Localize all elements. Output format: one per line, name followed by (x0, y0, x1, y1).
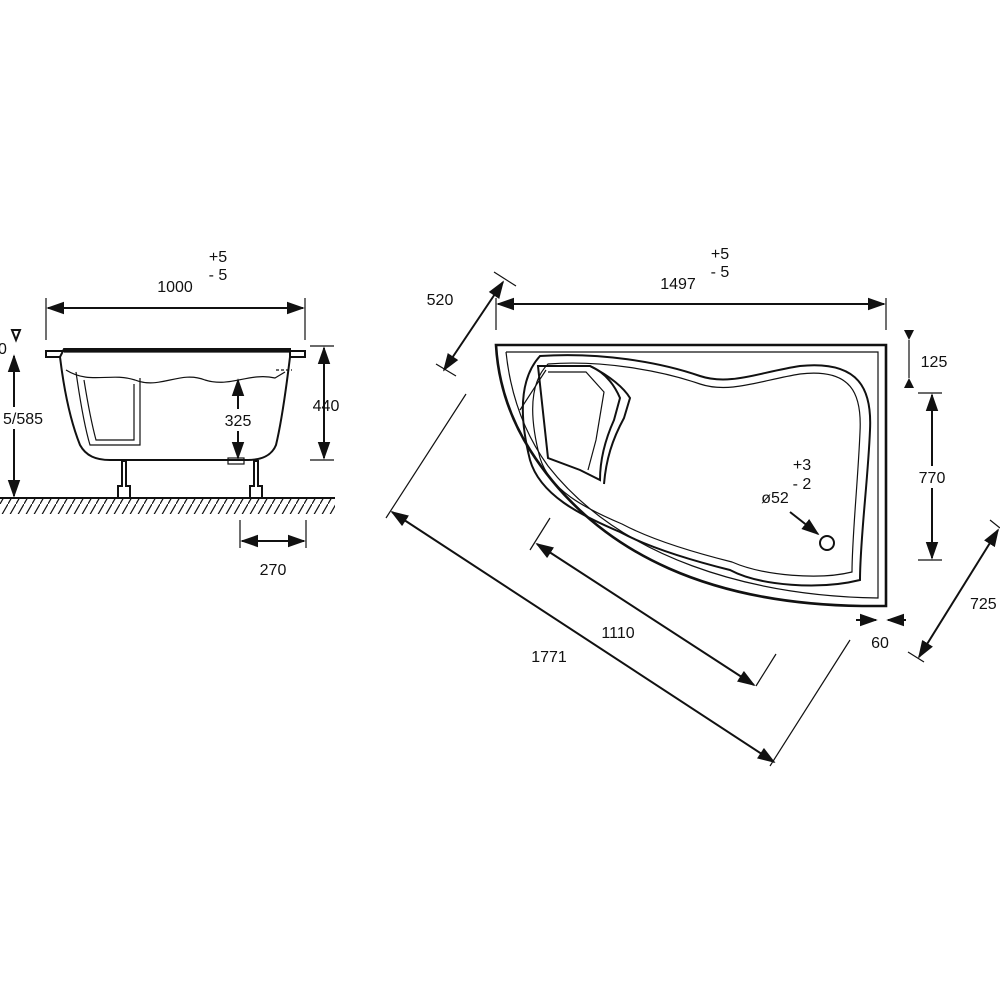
offset-bottom-label: 60 (871, 635, 889, 652)
dim-inner-length: 1110 (529, 517, 777, 687)
top-tol-minus: - 5 (711, 264, 730, 281)
dim-right-edge: 770 (912, 392, 952, 561)
floor (0, 497, 335, 514)
dim-top-length: 1497 +5 - 5 (495, 246, 887, 330)
drain-annotation: +3 - 2 ø52 (761, 457, 820, 536)
side-legs (117, 460, 263, 499)
side-height-label: 440 (313, 398, 340, 415)
dim-side-height: 440 (310, 345, 340, 461)
drain-diameter-label: ø52 (761, 490, 789, 507)
dim-rim-top: 125 (904, 330, 947, 388)
side-width-label: 1000 (157, 279, 193, 296)
top-backrest (519, 365, 632, 485)
drain-icon (819, 535, 835, 551)
side-left-height-label: 5/585 (3, 411, 43, 428)
dim-side-left: 5/585 0 (0, 329, 52, 498)
diag-short-label: 520 (427, 292, 454, 309)
top-basin (521, 354, 872, 587)
side-tol-minus: - 5 (209, 267, 228, 284)
dim-leg-spacing: 270 (239, 520, 307, 579)
dim-diag-right: 725 (907, 519, 1000, 663)
dim-overall-diag: 1771 (385, 393, 851, 767)
side-left-label: 0 (0, 341, 7, 358)
side-view: 1000 +5 - 5 440 325 270 5/585 (0, 249, 339, 579)
drain-tol-plus: +3 (793, 457, 811, 474)
top-view: 1497 +5 - 5 520 125 770 (385, 246, 1000, 767)
dim-diag-short: 520 (427, 271, 517, 377)
dim-offset-bottom: 60 (856, 613, 906, 652)
drain-tol-minus: - 2 (793, 476, 812, 493)
diag-right-label: 725 (970, 596, 997, 613)
rim-top-label: 125 (921, 354, 948, 371)
top-tub-outline (494, 343, 888, 608)
dim-side-depth: 325 (216, 378, 260, 460)
side-depth-label: 325 (225, 413, 252, 430)
right-edge-label: 770 (919, 470, 946, 487)
leg-spacing-label: 270 (260, 562, 287, 579)
top-length-label: 1497 (660, 276, 696, 293)
inner-length-label: 1110 (601, 625, 634, 642)
side-tol-plus: +5 (209, 249, 227, 266)
top-tol-plus: +5 (711, 246, 729, 263)
dim-side-width: 1000 +5 - 5 (45, 249, 306, 340)
overall-diag-label: 1771 (531, 649, 567, 666)
side-tub-outline (45, 348, 306, 465)
